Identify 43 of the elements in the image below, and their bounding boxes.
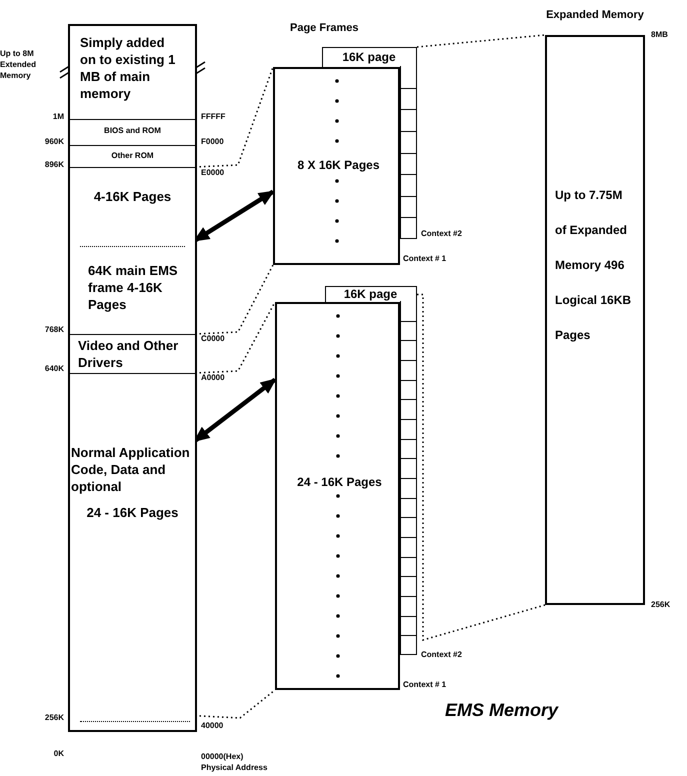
- context-label: Context # 1: [403, 254, 446, 264]
- address-label: 8MB: [651, 30, 669, 40]
- page-frame-box: [273, 67, 400, 265]
- region-label: Normal Application Code, Data and optional: [71, 444, 191, 495]
- page-frame-box: [275, 302, 400, 690]
- caption: EMS Memory: [445, 700, 558, 721]
- address-label: FFFFF: [201, 112, 226, 122]
- context-label: Context #2: [421, 650, 463, 660]
- region-label: Up to 8M Extended Memory: [0, 48, 38, 81]
- address-label: 960K: [44, 137, 64, 147]
- address-label: 00000(Hex): [201, 752, 244, 762]
- dotted-line: [416, 34, 546, 48]
- address-label: 896K: [44, 160, 64, 170]
- address-label: 256K: [651, 600, 672, 610]
- region-label: Simply added on to existing 1 MB of main memory: [80, 34, 176, 102]
- page-tab-label: 16K page: [342, 287, 398, 301]
- context-label: Context #2: [421, 229, 463, 239]
- memory-map-column: [68, 24, 197, 732]
- block-text: Up to 7.75M of Expanded Memory 496 Logical 16KB Pages: [555, 187, 632, 344]
- page-tab: [325, 286, 417, 303]
- region-label: Video and Other Drivers: [78, 337, 180, 371]
- region-label: BIOS and ROM: [103, 126, 162, 136]
- address-label: Physical Address: [201, 763, 268, 773]
- address-label: A0000: [201, 373, 226, 383]
- context-label: Context # 1: [403, 680, 446, 690]
- address-label: C0000: [201, 334, 226, 344]
- block-heading: Expanded Memory: [545, 8, 645, 22]
- address-label: 40000: [201, 721, 224, 731]
- address-label: 768K: [44, 325, 64, 335]
- address-label: E0000: [201, 168, 226, 178]
- region-label: 64K main EMS frame 4-16K Pages: [88, 262, 179, 313]
- address-label: 640K: [44, 364, 64, 374]
- page-tab-label: 16K page: [341, 49, 397, 66]
- region-label: 4-16K Pages: [92, 188, 172, 205]
- address-label: 1M: [52, 112, 64, 122]
- section-heading: Page Frames: [290, 22, 360, 35]
- region-label: Other ROM: [110, 151, 155, 161]
- dotted-line: [417, 294, 546, 641]
- region-label: 24 - 16K Pages: [86, 504, 180, 521]
- address-label: F0000: [201, 137, 225, 147]
- address-label: 256K: [44, 713, 64, 723]
- address-label: 0K: [52, 749, 64, 759]
- page-tab: [322, 47, 417, 68]
